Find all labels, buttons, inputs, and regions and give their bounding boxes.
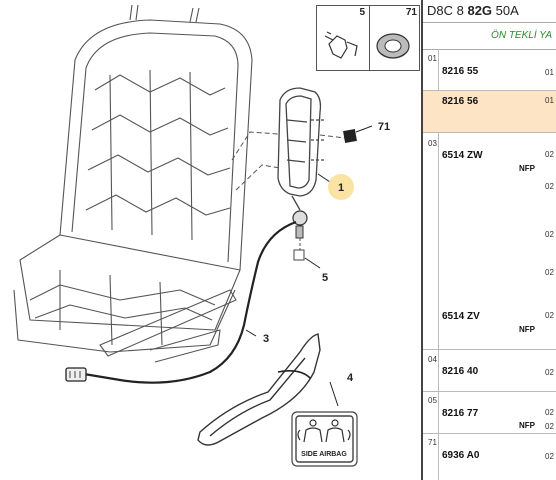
row-ref: 02 [545, 368, 554, 377]
row-ref: 02 [545, 230, 554, 239]
callout-1[interactable]: 1 [338, 182, 344, 194]
side-airbag-text: SIDE AIRBAG [301, 451, 347, 458]
model-code-prefix: D8C 8 [427, 3, 468, 18]
row-ref: 02 [545, 422, 554, 431]
seat-diagram-svg: 71 1 5 3 4 SIDE AIRBAG [13, 4, 390, 467]
seat-frame [13, 4, 253, 363]
row-part-number[interactable]: 8216 77 [442, 408, 479, 419]
harness-plug [65, 367, 87, 382]
part-71-marker [343, 129, 357, 143]
row-part-number[interactable]: 8216 56 [442, 96, 479, 107]
row-group: 71 [428, 438, 437, 447]
grommet-ring-icon [376, 33, 410, 59]
row-ref: 02 [545, 311, 554, 320]
wire-harness [83, 220, 297, 384]
parts-row-selected[interactable]: 8216 56 01 [423, 91, 556, 133]
row-group: 03 [428, 139, 437, 148]
row-ref: 02 [545, 268, 554, 277]
seat-occupant-icon [297, 419, 351, 443]
row-nfp-flag: NFP [519, 421, 535, 430]
exploded-parts-diagram: 71 1 5 3 4 SIDE AIRBAG [13, 4, 390, 467]
callout-4[interactable]: 4 [347, 372, 354, 384]
airbag-module [277, 87, 326, 211]
trim-seam [277, 370, 311, 379]
row-ref: 02 [545, 452, 554, 461]
group-column-divider [438, 49, 439, 480]
row-nfp-flag: NFP [519, 325, 535, 334]
callout-5[interactable]: 5 [322, 272, 328, 284]
callout-3[interactable]: 3 [263, 333, 269, 345]
side-airbag-label: SIDE AIRBAG [291, 411, 358, 467]
related-parts-thumbnails: 5 71 [316, 5, 420, 71]
parts-row[interactable]: 71 6936 A0 02 [423, 434, 556, 480]
parts-row[interactable]: 04 8216 40 02 [423, 350, 556, 392]
thumbnail-part-71[interactable]: 71 [369, 6, 421, 70]
row-part-number[interactable]: 6514 ZV [442, 311, 480, 322]
parts-row[interactable]: 03 6514 ZW NFP 02 02 02 02 6514 ZV NFP 0… [423, 133, 556, 350]
bracket-clip-icon [324, 31, 358, 59]
parts-list-panel: D8C 8 82G 50A ÖN TEKLİ YA 01 8216 55 01 … [421, 0, 556, 480]
mounting-lines [231, 131, 346, 191]
row-ref: 02 [545, 408, 554, 417]
row-part-number[interactable]: 8216 55 [442, 66, 479, 77]
callout-71[interactable]: 71 [378, 121, 390, 133]
callout-highlight [328, 174, 354, 200]
row-group: 05 [428, 396, 437, 405]
row-ref: 01 [545, 96, 554, 105]
row-part-number[interactable]: 8216 40 [442, 366, 479, 377]
thumbnail-71-number: 71 [405, 7, 417, 18]
model-code-bold: 82G [467, 3, 493, 18]
side-trim-panel [197, 333, 321, 446]
row-ref: 02 [545, 182, 554, 191]
row-group: 04 [428, 355, 437, 364]
parts-row[interactable]: 01 8216 55 01 [423, 49, 556, 91]
thumbnail-5-number: 5 [359, 7, 365, 18]
row-group: 01 [428, 54, 437, 63]
row-ref: 02 [545, 150, 554, 159]
parts-row[interactable]: 05 8216 77 NFP 02 02 [423, 392, 556, 434]
row-part-number[interactable]: 6936 A0 [442, 450, 480, 461]
row-part-number[interactable]: 6514 ZW [442, 150, 483, 161]
thumbnail-part-5[interactable]: 5 [317, 6, 370, 70]
part-5-connector [292, 210, 308, 261]
row-nfp-flag: NFP [519, 164, 535, 173]
model-code-header: D8C 8 82G 50A [423, 0, 556, 23]
row-ref: 01 [545, 68, 554, 77]
section-subheader: ÖN TEKLİ YA [423, 23, 556, 50]
model-code-suffix: 50A [492, 3, 519, 18]
